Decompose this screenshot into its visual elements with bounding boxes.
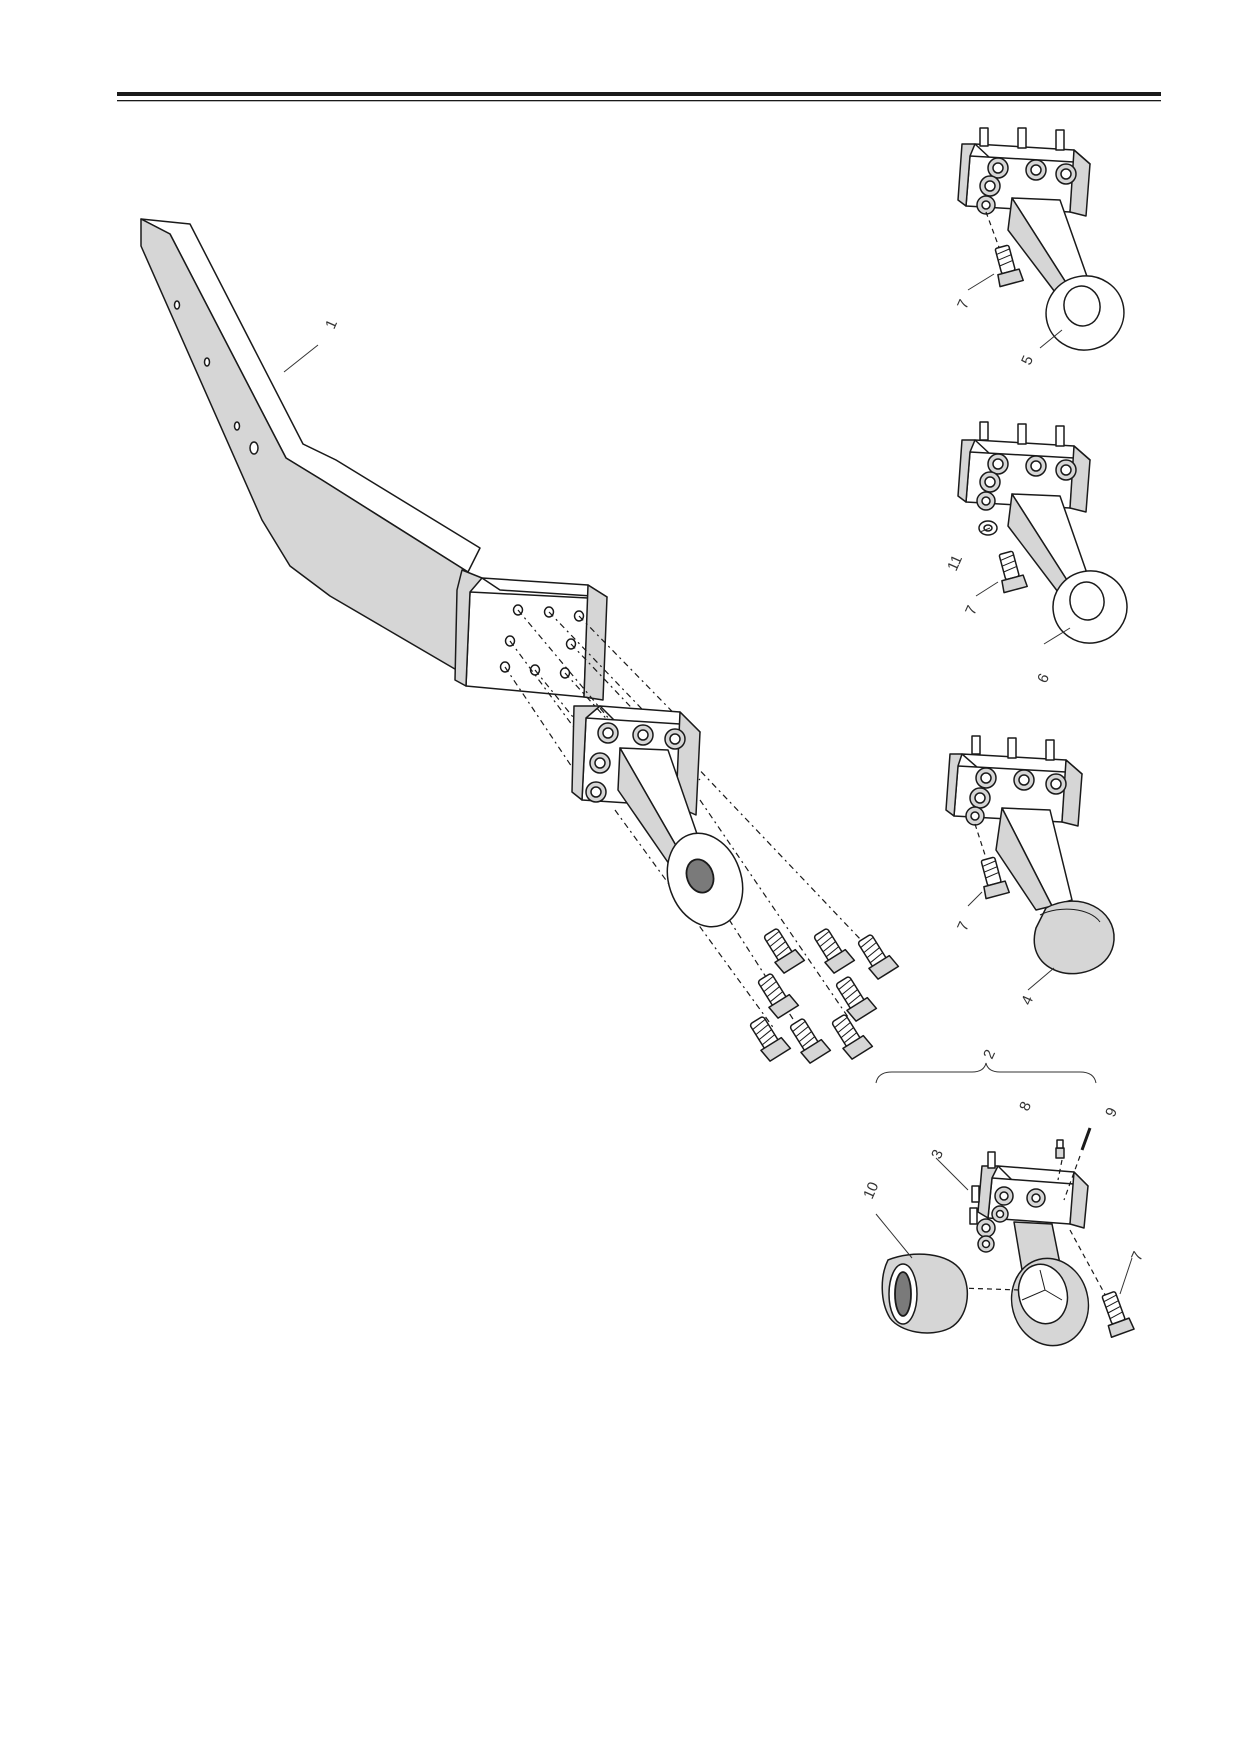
callout-3: 3 <box>928 1147 947 1162</box>
callout-11: 11 <box>944 552 966 573</box>
callout-2: 2 <box>980 1047 999 1062</box>
callout-1: 1 <box>322 317 341 332</box>
pin-part-9 <box>1080 1127 1092 1151</box>
callout-10: 10 <box>860 1179 882 1201</box>
callout-9: 9 <box>1102 1105 1121 1120</box>
callout-6: 6 <box>1034 671 1053 686</box>
callout-7b: 7 <box>962 603 981 618</box>
callout-8: 8 <box>1016 1099 1035 1114</box>
callout-7c: 7 <box>954 919 973 934</box>
grease-nipple-part-8 <box>1055 1139 1065 1159</box>
header-rule <box>117 92 1161 102</box>
hitch-eye-part-5 <box>957 127 1125 351</box>
callout-5: 5 <box>1018 353 1037 368</box>
clevis-part-3 <box>959 1127 1135 1347</box>
callout-7a: 7 <box>954 297 973 312</box>
bolt-set <box>749 928 900 1064</box>
coupling-ball-part-10 <box>881 1253 969 1334</box>
leader-lines <box>283 273 1133 1295</box>
assembly-2-bracket <box>875 1062 1097 1084</box>
drawbar-beam <box>140 218 608 701</box>
callout-4: 4 <box>1018 993 1037 1008</box>
hitch-ball-part-4 <box>945 735 1115 975</box>
hitch-eye-part-6 <box>957 421 1128 644</box>
center-hitch-eye <box>571 705 744 928</box>
